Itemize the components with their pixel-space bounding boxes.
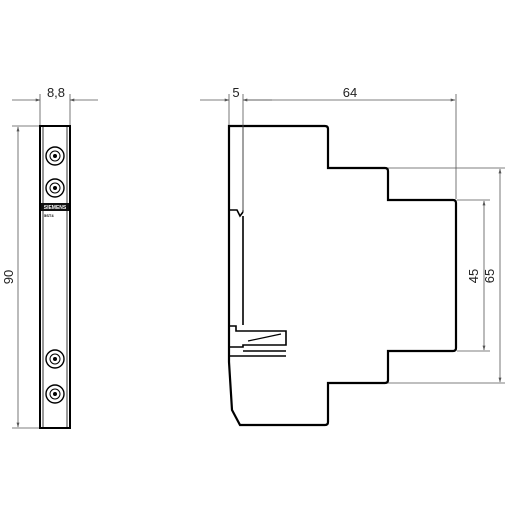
din-clip xyxy=(229,325,287,348)
din-clip-slope xyxy=(247,333,282,342)
model-label: 5ST4 xyxy=(44,213,54,218)
terminal-screw-icon xyxy=(45,349,65,369)
side-offset-label: 5 xyxy=(232,85,239,100)
terminal-screw-icon xyxy=(45,146,65,166)
side-inner-height-label: 45 xyxy=(466,269,481,283)
side-depth-dimension: 5 64 xyxy=(200,85,457,210)
terminal-screw-icon xyxy=(45,178,65,198)
side-view xyxy=(227,124,458,427)
side-outer-height-label: 65 xyxy=(482,269,497,283)
front-height-label: 90 xyxy=(1,270,16,284)
brand-label: SIEMENS xyxy=(44,205,67,211)
front-height-dimension: 90 xyxy=(1,125,39,429)
terminal-screw-icon xyxy=(45,384,65,404)
side-rail-notch xyxy=(229,209,244,218)
front-width-label: 8,8 xyxy=(47,85,65,100)
front-view: SIEMENS 5ST4 xyxy=(39,125,71,429)
side-depth-label: 64 xyxy=(343,85,357,100)
front-body-outline xyxy=(39,125,71,429)
side-height-dimensions: 45 65 xyxy=(388,167,505,384)
front-width-dimension: 8,8 xyxy=(12,85,98,125)
side-body-outline xyxy=(227,124,458,427)
brand-label-bg xyxy=(41,203,69,211)
